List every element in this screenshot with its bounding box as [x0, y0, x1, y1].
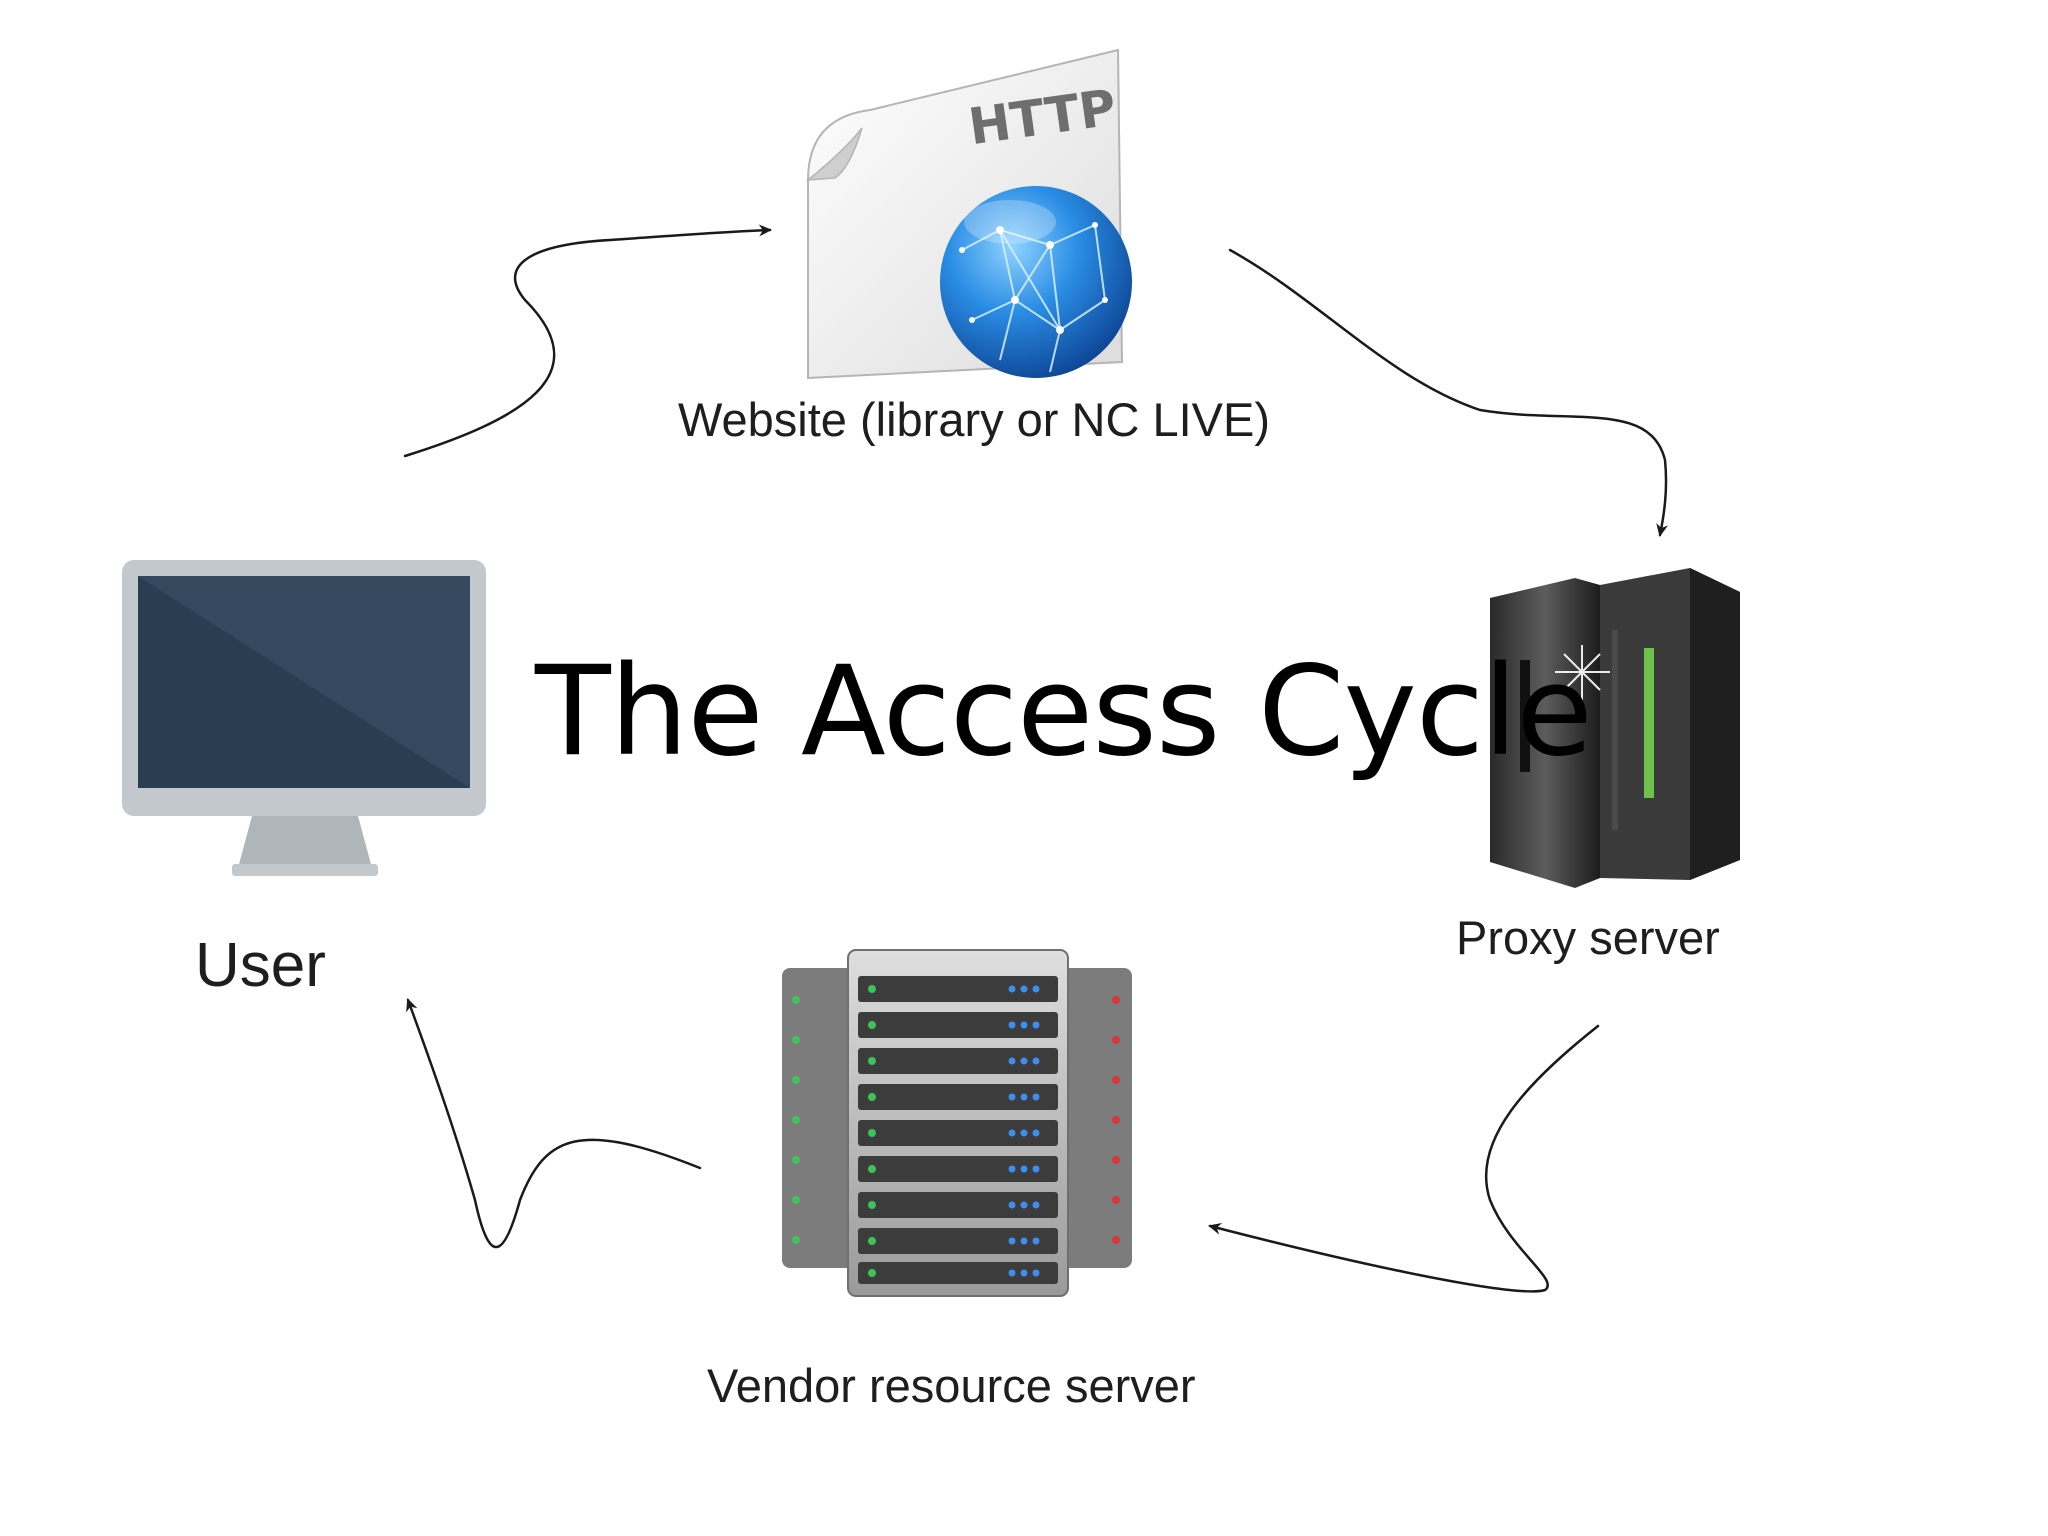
arrow-vendor-to-user: [406, 998, 702, 1249]
node-label-website: Website (library or NC LIVE): [678, 393, 1270, 446]
globe-icon: [940, 186, 1132, 378]
arrow-proxy-to-vendor: [1208, 1024, 1600, 1293]
http-document-icon: HTTP: [805, 48, 1132, 380]
node-label-user: User: [195, 931, 326, 1000]
flow-arrows: [403, 224, 1669, 1293]
arrow-website-to-proxy: [1228, 248, 1669, 537]
server-units: [858, 976, 1058, 1284]
diagram-title: The Access Cycle: [535, 640, 1593, 784]
arrow-user-to-website: [403, 224, 772, 458]
glint-icon: [1555, 645, 1610, 700]
computer-monitor-icon: [122, 560, 486, 876]
proxy-status-light: [1644, 648, 1654, 798]
node-label-proxy: Proxy server: [1456, 911, 1720, 964]
node-label-vendor: Vendor resource server: [707, 1359, 1196, 1412]
proxy-server-icon: [1490, 568, 1740, 888]
server-rack-icon: [782, 949, 1132, 1297]
